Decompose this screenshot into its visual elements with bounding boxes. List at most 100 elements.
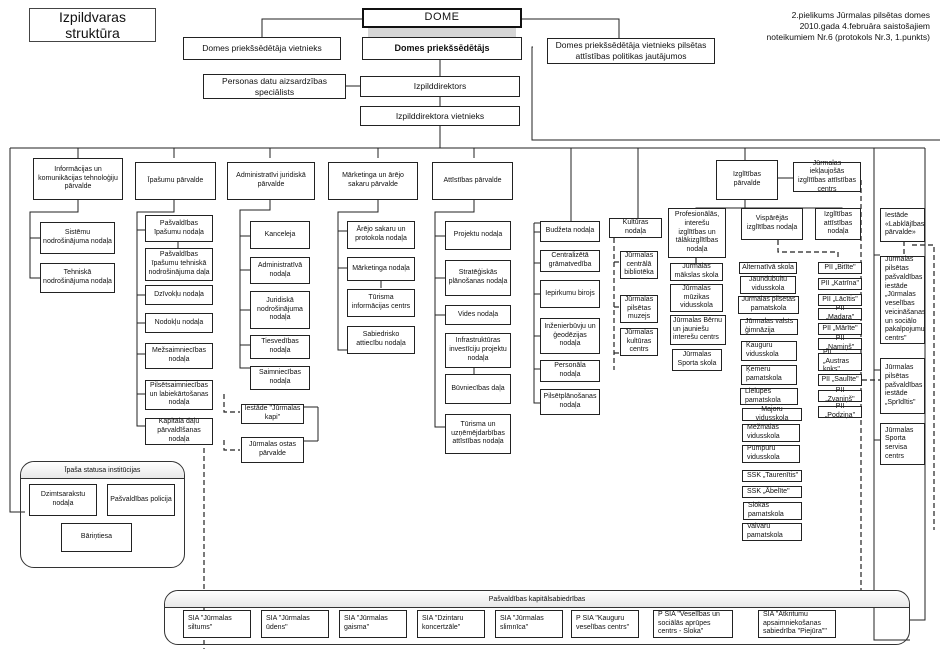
welfare-unit-label: Jūrmalas Sporta servisa centrs xyxy=(885,426,914,460)
company-label: SIA "Dzintaru koncertzāle" xyxy=(422,615,464,631)
welfare-unit-box: Jūrmalas pilsētas pašvaldības iestāde „S… xyxy=(880,358,925,414)
unit-label: Jūrmalas kultūras centrs xyxy=(624,328,654,354)
school-label: Jūrmalas mūzikas vidusskola xyxy=(680,284,713,310)
preschool-label: PII „Katrīna" xyxy=(821,279,859,287)
education-dev-label: Izglītības attīstības nodaļa xyxy=(823,210,853,236)
preschool-label: PII „Lācītis" xyxy=(822,295,858,303)
unit-box: Sabiedrisko attiecību nodaļa xyxy=(347,326,415,354)
company-box: P SIA "Veselības un sociālās aprūpes cen… xyxy=(653,610,733,638)
unit-box: Stratēģiskās plānošanas nodaļa xyxy=(445,260,511,296)
unit-box: Jūrmalas kultūras centrs xyxy=(620,328,658,356)
school-label: Jūrmalas Bērnu un jauniešu interešu cent… xyxy=(673,316,723,342)
chair-box: Domes priekšsēdētājs xyxy=(362,37,522,60)
preschool-box: PII „Austras koks" xyxy=(818,349,862,373)
school-box: Jūrmalas mūzikas vidusskola xyxy=(670,284,723,312)
unit-label: Sabiedrisko attiecību nodaļa xyxy=(356,331,406,347)
exec-deputy-box: Izpilddirektora vietnieks xyxy=(360,106,520,126)
note-line: 2010.gada 4.februāra saistošajiem xyxy=(799,21,930,32)
it-department: Informācijas un komunikācijas tehnoloģij… xyxy=(33,158,123,200)
education-department: Izglītības pārvalde xyxy=(716,160,778,200)
unit-label: Personāla nodaļa xyxy=(554,362,586,378)
preschool-label: PII „Namiņš" xyxy=(825,335,855,351)
note-line: 2.pielikums Jūrmalas pilsētas domes xyxy=(791,10,930,20)
unit-label: Ārējo sakaru un protokola nodaļa xyxy=(355,226,407,242)
school-label: SSK „Taurenītis" xyxy=(747,471,799,479)
company-label: P SIA "Veselības un sociālās aprūpes cen… xyxy=(658,610,720,636)
school-label: Pumpuru vidusskola xyxy=(747,445,780,461)
unit-label: Iepirkumu birojs xyxy=(545,289,595,297)
school-label: Alternatīvā skola xyxy=(742,263,794,271)
unit-label: Administratīvā nodaļa xyxy=(257,261,303,278)
welfare-unit-box: Jūrmalas Sporta servisa centrs xyxy=(880,423,925,465)
unit-box: Dzīvokļu nodaļa xyxy=(145,285,213,305)
unit-box: Tiesvedības nodaļa xyxy=(250,335,310,359)
note-line: noteikumiem Nr.6 (protokols Nr.3, 1.punk… xyxy=(766,32,930,43)
document-note: 2.pielikums Jūrmalas pilsētas domes 2010… xyxy=(670,10,930,43)
unit-label: Pašvaldības īpašumu nodaļa xyxy=(154,219,204,236)
company-label: SIA "Atkritumu apsaimniekošanas sabiedrī… xyxy=(763,610,827,636)
unit-box: Administratīvā nodaļa xyxy=(250,257,310,284)
school-box: Lielupes pamatskola xyxy=(740,388,798,405)
institution-box: Iestāde "Jūrmalas kapi" xyxy=(241,404,304,424)
unit-label: Saimniecības nodaļa xyxy=(258,369,302,385)
institution-box: Jūrmalas ostas pārvalde xyxy=(241,437,304,463)
unit-box: Budžeta nodaļa xyxy=(540,221,600,242)
unit-label: Tūrisma un uzņēmējdarbības attīstības no… xyxy=(451,420,505,446)
unit-box: Infrastruktūras investīciju projektu nod… xyxy=(445,333,511,368)
school-box: Jūrmalas pilsētas pamatskola xyxy=(738,296,799,314)
unit-label: Jūrmalas centrālā bibliotēka xyxy=(624,251,654,277)
unit-label: Mežsaimniecības nodaļa xyxy=(151,347,207,363)
unit-label: Tiesvedības nodaļa xyxy=(261,338,299,354)
preschool-box: PII „Mārīte" xyxy=(818,323,862,335)
development-department-label: Attīstības pārvalde xyxy=(443,176,502,184)
unit-box: Saimniecības nodaļa xyxy=(250,366,310,390)
preschool-label: PII „Bitīte" xyxy=(824,263,856,271)
inclusive-center-label: Jūrmalas iekļaujošās izglītības attīstīb… xyxy=(798,159,856,193)
deputy-dev-box: Domes priekšsēdētāja vietnieks pilsētas … xyxy=(547,38,715,64)
unit-box: Personāla nodaļa xyxy=(540,360,600,382)
unit-box: Iepirkumu birojs xyxy=(540,280,600,308)
companies-group: Pašvaldības kapitālsabiedrības SIA "Jūrm… xyxy=(164,590,910,645)
unit-box: Jūrmalas centrālā bibliotēka xyxy=(620,251,658,279)
unit-box: Kanceleja xyxy=(250,221,310,249)
company-box: SIA "Jūrmalas slimnīca" xyxy=(495,610,563,638)
unit-label: Mārketinga nodaļa xyxy=(352,264,410,272)
unit-label: Centralizētā grāmatvedība xyxy=(548,252,592,268)
education-dev-unit: Izglītības attīstības nodaļa xyxy=(815,208,861,240)
special-institutions-group: Īpaša statusa institūcijas Dzimtsarakstu… xyxy=(20,461,185,568)
preschool-label: PII „Podziņa" xyxy=(824,403,856,419)
special-institution-box: Bāriņtiesa xyxy=(61,523,132,552)
unit-box: Projektu nodaļa xyxy=(445,221,511,250)
company-label: SIA "Jūrmalas siltums" xyxy=(188,615,232,631)
admin-department-label: Administratīvi juridiskā pārvalde xyxy=(236,172,306,188)
prof-education-unit: Profesionālās, interešu izglītības un tā… xyxy=(668,208,726,258)
admin-department: Administratīvi juridiskā pārvalde xyxy=(227,162,315,200)
property-department-label: Īpašumu pārvalde xyxy=(147,176,204,184)
preschool-label: PII „Madara" xyxy=(825,305,855,321)
school-box: Ķemeru pamatskola xyxy=(741,365,797,385)
exec-director-label: Izpilddirektors xyxy=(413,81,467,92)
education-department-label: Izglītības pārvalde xyxy=(732,171,761,187)
unit-label: Pilsētsaimniecības un labiekārtošanas no… xyxy=(149,381,209,407)
company-box: SIA "Jūrmalas gaisma" xyxy=(339,610,407,638)
preschool-label: PII „Saulīte" xyxy=(821,375,859,383)
culture-department: Kultūras nodaļa xyxy=(609,218,662,238)
welfare-department-label: Iestāde «Labklājības pārvalde» xyxy=(885,211,925,237)
unit-box: Nodokļu nodaļa xyxy=(145,313,213,333)
unit-label: Juridiskā nodrošinājuma nodaļa xyxy=(257,296,303,322)
unit-label: Infrastruktūras investīciju projektu nod… xyxy=(449,337,507,362)
school-label: Kauguru vidusskola xyxy=(746,342,779,358)
school-box: Pumpuru vidusskola xyxy=(742,445,800,463)
unit-box: Būvniecības daļa xyxy=(445,374,511,404)
unit-label: Tūrisma informācijas centrs xyxy=(351,294,411,310)
unit-label: Stratēģiskās plānošanas nodaļa xyxy=(448,269,508,285)
unit-box: Mežsaimniecības nodaļa xyxy=(145,343,213,369)
welfare-unit-label: Jūrmalas pilsētas pašvaldības iestāde „J… xyxy=(885,256,926,342)
prof-education-label: Profesionālās, interešu izglītības un tā… xyxy=(674,211,720,254)
company-box: P SIA "Kauguru veselības centrs" xyxy=(571,610,639,638)
general-education-label: Vispārējās izglītības nodaļa xyxy=(746,215,798,231)
general-education-unit: Vispārējās izglītības nodaļa xyxy=(741,208,803,240)
company-box: SIA "Dzintaru koncertzāle" xyxy=(417,610,485,638)
school-box: Slokas pamatskola xyxy=(743,502,802,520)
culture-department-label: Kultūras nodaļa xyxy=(622,219,649,235)
